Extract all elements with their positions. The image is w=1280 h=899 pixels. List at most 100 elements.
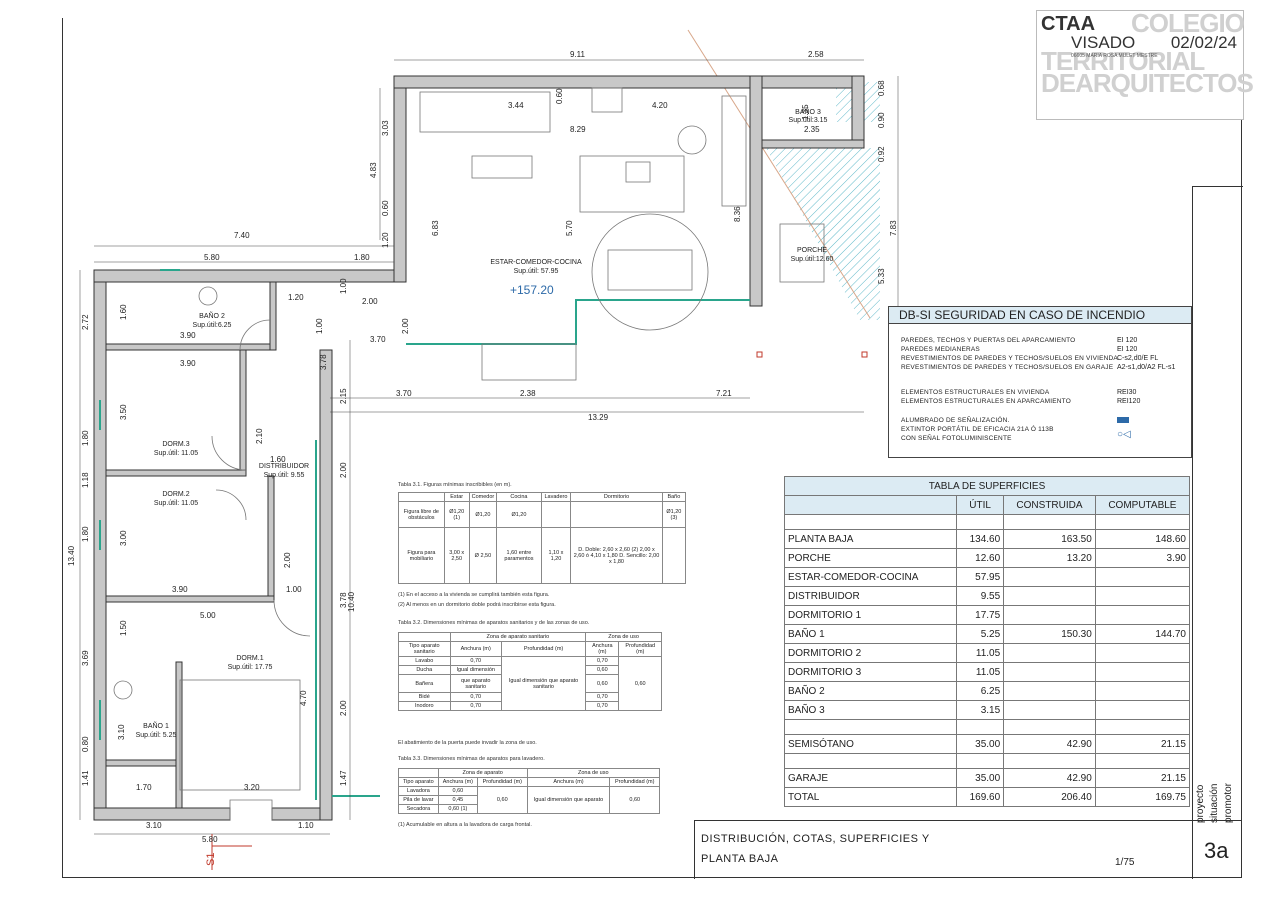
extinguisher-icon: ○◁: [1117, 429, 1131, 440]
dim-100c: 1.00: [339, 278, 348, 294]
room-porche-sup: Sup.útil:12.60: [791, 256, 834, 263]
dim-160b: 1.60: [119, 304, 128, 320]
dim-370b: 3.70: [396, 389, 412, 398]
dim-060b: 0.60: [381, 200, 390, 216]
room-estar-sup: Sup.útil: 57.95: [514, 268, 559, 275]
dim-390c: 3.90: [172, 585, 188, 594]
dbsi-value: EI 120: [1117, 346, 1138, 353]
dim-147: 1.47: [339, 770, 348, 786]
dim-378: 3.78: [319, 354, 328, 370]
wall-bano2-south: [105, 343, 271, 351]
stamp-visado: VISADO: [1071, 33, 1136, 52]
room-dorm1: DORM.1: [236, 655, 263, 662]
kitchen-island: [579, 155, 685, 213]
dim-303: 3.03: [381, 120, 390, 136]
project-sidebar: proyecto situación promotor: [1192, 186, 1243, 879]
dim-120b: 1.20: [381, 232, 390, 248]
dim-1340: 13.40: [67, 545, 76, 566]
tabla33-caption: Tabla 3.3. Dimensiones mínimas de aparat…: [398, 756, 545, 762]
dim-470: 4.70: [299, 690, 308, 706]
dim-180c: 1.80: [81, 526, 90, 542]
room-dorm2: DORM.2: [162, 491, 189, 498]
dim-135: 1.35: [801, 104, 810, 120]
tabla31-note2: (2) Al menos en un dormitorio doble podr…: [398, 602, 556, 608]
stamp-territorial: TERRITORIAL: [1041, 46, 1205, 76]
wall-dorm3-south: [105, 469, 247, 477]
dim-210: 2.10: [255, 428, 264, 444]
side-promotor: promotor: [1223, 782, 1234, 823]
dim-740: 7.40: [234, 231, 250, 240]
dim-378b: 3.78: [339, 592, 348, 608]
dbsi-title: DB-SI SEGURIDAD EN CASO DE INCENDIO: [889, 307, 1191, 324]
room-porche: PORCHE: [797, 247, 827, 254]
dim-100: 1.00: [286, 585, 302, 594]
dim-500: 5.00: [200, 611, 216, 620]
room-estar: ESTAR-COMEDOR-COCINA: [490, 259, 582, 266]
col-computable: COMPUTABLE: [1094, 495, 1191, 515]
dim-118: 1.18: [81, 472, 90, 488]
wall-dorm2-south: [105, 595, 275, 603]
visado-stamp: COLEGIO TERRITORIAL DEARQUITECTOS CTAA V…: [1036, 10, 1254, 120]
dim-580: 5.80: [204, 253, 220, 262]
tabla31-caption: Tabla 3.1. Figuras mínimas inscribibles …: [398, 482, 512, 488]
dbsi-value: C-s2,d0/E FL: [1117, 355, 1159, 362]
wall-north-bedrooms: [93, 269, 395, 283]
dbsi-label: Alumbrado de señalización.: [901, 417, 1010, 424]
dim-390a: 3.90: [180, 359, 196, 368]
dim-580b: 5.80: [202, 835, 218, 844]
dim-911: 9.11: [570, 50, 586, 59]
section-label: S1: [205, 853, 217, 866]
dim-090: 0.90: [877, 112, 886, 128]
dining-table-circle: [591, 213, 709, 331]
wall-bano3-south: [761, 139, 865, 149]
room-bano1: BAÑO 1: [143, 721, 169, 730]
dbsi-table: DB-SI SEGURIDAD EN CASO DE INCENDIO Pare…: [888, 306, 1192, 458]
dim-310b: 3.10: [117, 724, 126, 740]
dim-068: 0.68: [877, 80, 886, 96]
dbsi-value: REI30: [1117, 389, 1137, 396]
wall-south-a: [93, 807, 231, 821]
col-util: ÚTIL: [956, 495, 1005, 515]
dim-060: 0.60: [555, 88, 564, 104]
drawing-scale: 1/75: [1115, 857, 1135, 868]
dbsi-label: Revestimientos de paredes y techos/suelo…: [901, 364, 1114, 371]
elevation-mark: +157.20: [510, 283, 554, 297]
wall-dorm2-east: [267, 475, 275, 597]
title-block: DISTRIBUCIÓN, COTAS, SUPERFICIES Y PLANT…: [694, 820, 1193, 879]
dim-180b: 1.80: [81, 430, 90, 446]
surfaces-title: TABLA DE SUPERFICIES: [784, 476, 1190, 496]
dbsi-label: Paredes medianeras: [901, 346, 980, 353]
dbsi-value: EI 120: [1117, 337, 1138, 344]
room-bano2: BAÑO 2: [199, 311, 225, 320]
dim-370: 3.70: [370, 335, 386, 344]
dbsi-value: REI120: [1117, 398, 1141, 405]
wall-east-bano3: [851, 75, 865, 149]
dim-180: 1.80: [354, 253, 370, 262]
tabla32-note: El abatimiento de la puerta puede invadi…: [398, 740, 537, 746]
dim-420: 4.20: [652, 101, 668, 110]
dim-080: 0.80: [81, 736, 90, 752]
side-situacion: situación: [1209, 783, 1220, 823]
dim-836: 8.36: [733, 206, 742, 222]
wall-west-living: [393, 75, 407, 283]
dim-783: 7.83: [889, 220, 898, 236]
room-dorm3-sup: Sup.útil: 11.05: [154, 450, 198, 457]
side-proyecto: proyecto: [1195, 784, 1206, 823]
dim-350: 3.50: [119, 404, 128, 420]
wall-east-bedrooms: [319, 349, 333, 821]
dim-200d: 2.00: [283, 552, 292, 568]
surfaces-table: TABLA DE SUPERFICIES ÚTIL CONSTRUIDA COM…: [783, 476, 1191, 807]
tabla33-note: (1) Acumulable en altura a la lavadora d…: [398, 822, 532, 828]
title-line2: PLANTA BAJA: [701, 853, 779, 865]
dim-200e: 2.00: [401, 318, 410, 334]
dim-238: 2.38: [520, 389, 536, 398]
dim-483: 4.83: [369, 162, 378, 178]
room-dorm2-sup: Sup.útil: 11.05: [154, 500, 198, 507]
